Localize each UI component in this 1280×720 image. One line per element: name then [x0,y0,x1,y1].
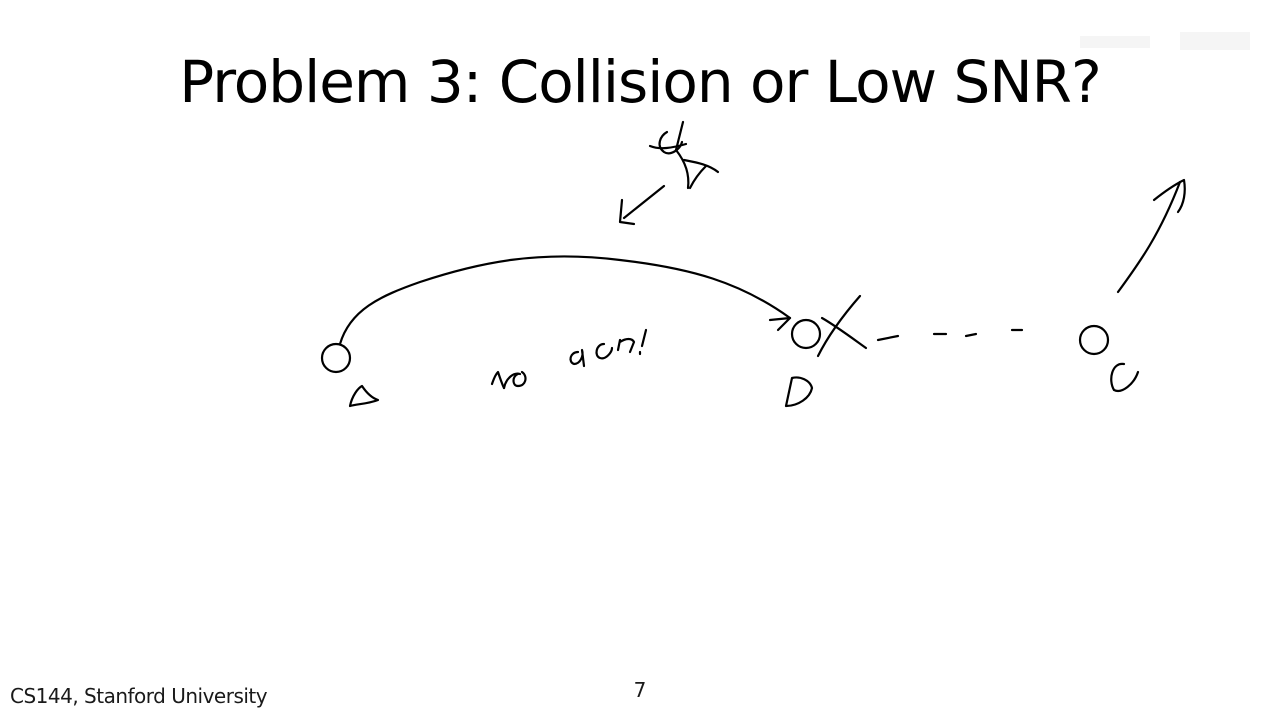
node-a [320,342,380,408]
collision-x-mark [816,294,868,358]
stick-figure-sketch [648,120,720,190]
node-b [784,318,822,408]
no-ack-handwriting [490,328,648,390]
footer-course-label: CS144, Stanford University [10,684,268,708]
arc-arrowhead [768,316,792,332]
transmission-arc [338,255,792,346]
slide-title: Problem 3: Collision or Low SNR? [179,48,1102,116]
page-number: 7 [633,678,647,702]
interference-arrow [618,184,666,226]
node-c [1078,324,1140,392]
upward-arrow [1116,178,1186,294]
faint-watermark [1080,32,1250,50]
dashed-link [876,328,1024,342]
